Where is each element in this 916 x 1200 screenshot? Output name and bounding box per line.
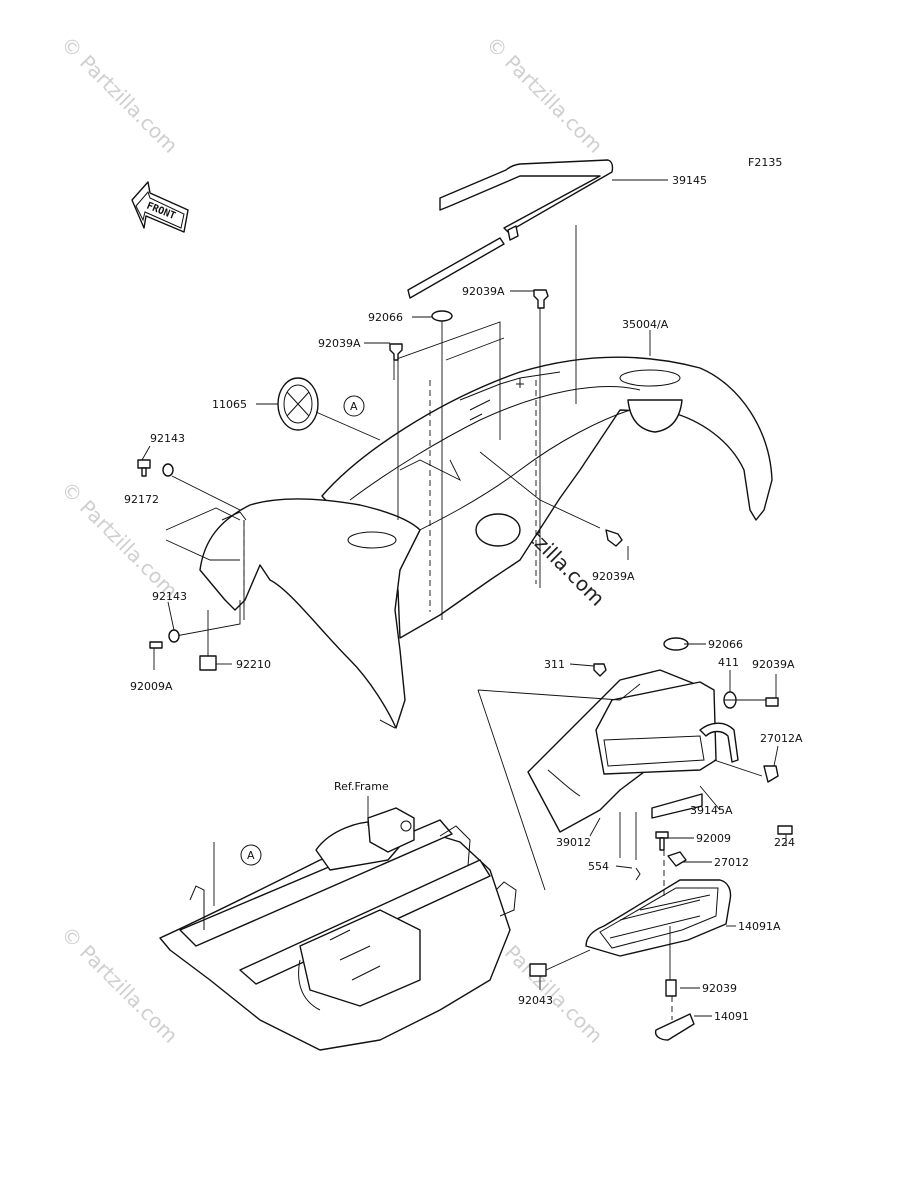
callout-label: 11065 bbox=[212, 398, 247, 411]
callout-label: 92039A bbox=[752, 658, 795, 671]
callout-label: 39145 bbox=[672, 174, 707, 187]
section-marker-a-frame: A bbox=[240, 844, 262, 866]
callout-label: 92066 bbox=[368, 311, 403, 324]
callout-label: 554 bbox=[588, 860, 609, 873]
watermark: © Partzilla.com bbox=[56, 32, 182, 158]
callout-label: 92043 bbox=[518, 994, 553, 1007]
watermark: © Partzilla.com bbox=[481, 32, 607, 158]
rear-handle-trim bbox=[407, 159, 614, 299]
section-marker-label: A bbox=[350, 400, 358, 413]
assembly-lines bbox=[165, 225, 601, 656]
callout-label: 92143 bbox=[152, 590, 187, 603]
callout-label: 92009A bbox=[130, 680, 173, 693]
figure-code: F2135 bbox=[748, 156, 782, 169]
callout-label: 92039 bbox=[702, 982, 737, 995]
callout-label: 92039A bbox=[318, 337, 361, 350]
callout-label: 92009 bbox=[696, 832, 731, 845]
section-marker-a: A bbox=[343, 395, 365, 417]
section-marker-label: A bbox=[247, 849, 255, 862]
side-fender bbox=[199, 498, 421, 729]
callout-label: 92066 bbox=[708, 638, 743, 651]
callout-label: 224 bbox=[774, 836, 795, 849]
callout-label: 35004/A bbox=[622, 318, 669, 331]
callout-label: 92039A bbox=[462, 285, 505, 298]
callout-label: 39145A bbox=[690, 804, 733, 817]
callout-label: 311 bbox=[544, 658, 565, 671]
tray bbox=[545, 850, 732, 1041]
ref-frame-label: Ref.Frame bbox=[334, 780, 389, 793]
storage-box bbox=[527, 669, 766, 860]
callout-label: 27012 bbox=[714, 856, 749, 869]
fasteners bbox=[137, 289, 793, 997]
callout-label: 14091 bbox=[714, 1010, 749, 1023]
inset-leaders bbox=[477, 689, 621, 891]
callout-label: 39012 bbox=[556, 836, 591, 849]
front-arrow-icon: FRONT bbox=[131, 181, 189, 233]
callout-label: 92039A bbox=[592, 570, 635, 583]
callout-label: 411 bbox=[718, 656, 739, 669]
frame-inset bbox=[159, 796, 517, 1051]
callout-leaders bbox=[141, 179, 787, 1017]
callout-label: 92143 bbox=[150, 432, 185, 445]
callout-label: 27012A bbox=[760, 732, 803, 745]
rear-fender bbox=[321, 356, 773, 639]
cap-lid bbox=[277, 377, 319, 431]
callouts: 39145 92039A 92066 35004/A 92039A 11065 … bbox=[124, 174, 803, 1023]
callout-label: 92172 bbox=[124, 493, 159, 506]
callout-label: 14091A bbox=[738, 920, 781, 933]
watermark: © Partzilla.com bbox=[56, 477, 182, 603]
callout-label: 92210 bbox=[236, 658, 271, 671]
